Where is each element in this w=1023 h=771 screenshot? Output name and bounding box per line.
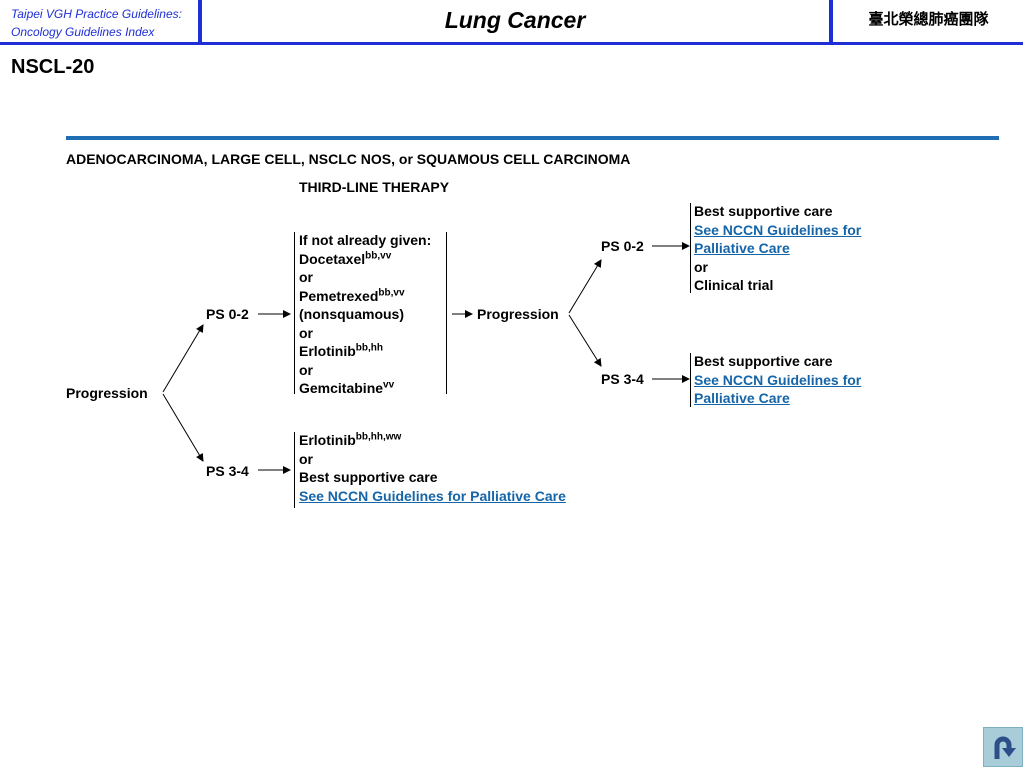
regimen-left-bar [294,232,295,394]
sub-ps02-options: Best supportive care See NCCN Guidelines… [694,202,861,295]
ps34-options-bar [294,432,295,508]
sub-ps34-best-supportive-care: Best supportive care [694,353,833,369]
start-progression-node: Progression [66,385,148,401]
back-button[interactable] [983,727,1023,767]
sub-ps34-options: Best supportive care See NCCN Guidelines… [694,352,861,408]
arrow-progression-to-ps02 [162,324,204,393]
sub-ps34-link-line2[interactable]: Palliative Care [694,390,790,406]
sub-ps34-bar [690,353,691,407]
team-name: 臺北榮總肺癌團隊 [868,10,989,28]
sub-ps02-best-supportive-care: Best supportive care [694,203,833,219]
regimen-line: Gemcitabinevv [299,379,431,398]
second-progression-node: Progression [477,306,559,322]
regimen-text: Gemcitabine [299,380,384,396]
section-title: ADENOCARCINOMA, LARGE CELL, NSCLC NOS, o… [66,151,631,167]
sub-ps02-or: or [694,258,708,275]
sub-ps02-clinical-trial: Clinical trial [694,277,774,293]
regimen-ref: bb,hh [355,342,383,354]
regimen-text: or [299,324,313,341]
arrow-progression2-to-ps34 [568,314,602,367]
regimen-line: Docetaxelbb,vv [299,250,431,269]
ps34-options: Erlotinibbb,hh,ww or Best supportive car… [299,431,566,505]
ps02-node: PS 0-2 [206,306,249,322]
header-divider-right [829,0,833,44]
arrow-progression2-to-ps02 [568,259,602,314]
regimen-ref: bb,vv [378,286,405,298]
page-title: Lung Cancer [444,7,586,33]
section-rule [66,136,999,140]
regimen-line: (nonsquamous) [299,305,431,324]
header: Taipei VGH Practice Guidelines: Oncology… [0,0,1023,45]
sub-ps02-node: PS 0-2 [601,238,644,254]
sub-ps02-link-line2[interactable]: Palliative Care [694,240,790,256]
regimen-text: or [299,269,313,285]
header-left-line2: Oncology Guidelines Index [11,25,155,39]
regimen-line: If not already given: [299,231,431,250]
sub-ps02-palliative-link[interactable]: See NCCN Guidelines for Palliative Care [694,221,861,258]
regimen-right-bar [446,232,447,394]
sub-ps34-palliative-link[interactable]: See NCCN Guidelines for Palliative Care [694,371,861,408]
regimen-line: or [299,361,431,380]
sub-ps34-link-line1[interactable]: See NCCN Guidelines for [694,371,862,388]
ps34-node: PS 3-4 [206,463,249,479]
regimen-line: Erlotinibbb,hh [299,342,431,361]
option-best-supportive-care: Best supportive care [299,469,438,485]
header-divider-left [198,0,202,44]
column-title: THIRD-LINE THERAPY [299,179,450,195]
regimen-text: (nonsquamous) [299,306,404,322]
regimen-text: Erlotinib [299,343,356,359]
regimen-line: or [299,268,431,287]
option-erlotinib-ref: bb,hh,ww [355,431,402,443]
header-underline [0,42,1023,45]
sub-ps02-link-line1[interactable]: See NCCN Guidelines for [694,221,862,238]
regimen-text: or [299,361,313,378]
option-or: or [299,450,313,467]
guidelines-index-link[interactable]: Taipei VGH Practice Guidelines: Oncology… [11,5,182,41]
option-erlotinib-name: Erlotinib [299,432,356,448]
regimen-text: If not already given: [299,232,432,248]
option-erlotinib: Erlotinibbb,hh,ww [299,431,566,450]
regimen-text: Pemetrexed [299,287,379,304]
regimen-text: Docetaxel [299,250,366,267]
regimen-line: or [299,324,431,343]
sub-ps02-bar [690,203,691,293]
arrow-progression-to-ps34 [162,393,204,462]
sub-ps34-node: PS 3-4 [601,371,644,387]
regimen-ref: bb,vv [365,249,392,261]
palliative-care-link[interactable]: See NCCN Guidelines for Palliative Care [299,487,566,504]
regimen-line: Pemetrexedbb,vv [299,287,431,306]
header-left-line1: Taipei VGH Practice Guidelines: [11,7,182,21]
regimen-ref: vv [383,379,395,391]
u-turn-arrow-icon [994,736,1016,759]
page-code: NSCL-20 [11,56,95,78]
